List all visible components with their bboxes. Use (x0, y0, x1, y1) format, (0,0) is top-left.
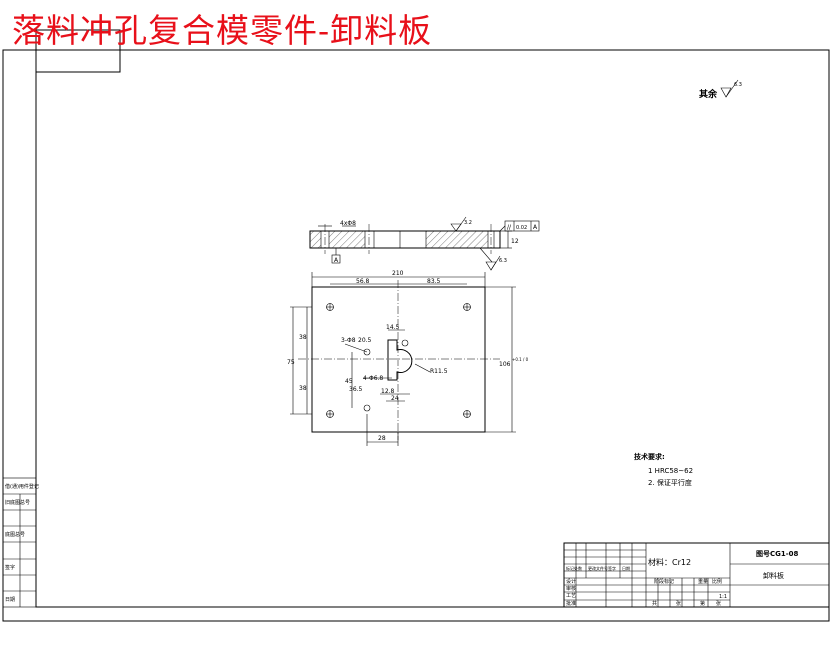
tb-material: 材料：Cr12 (648, 557, 691, 567)
tech-item-2: 2. 保证平行度 (648, 478, 692, 487)
dim-small-holes: 4-Φ6.8 (363, 375, 383, 382)
plan-view: 210 56.8 83.5 106 +0.1 / 0 38 75 38 3-Φ8… (287, 270, 529, 446)
dim-left-upper: 38 (299, 334, 307, 341)
dim-left-lower: 38 (299, 385, 307, 392)
roughness-note: 其余 6.3 (699, 79, 742, 100)
section-callout: 4xΦ8 (340, 220, 356, 227)
dim-left-total: 75 (287, 359, 295, 366)
dim-left-span: 56.8 (356, 278, 370, 285)
dim-14-5: 14.5 (386, 324, 400, 331)
tb-header-4: 日期 (622, 565, 630, 571)
roughness-label: 其余 (699, 88, 718, 100)
tolerance-datum: A (533, 224, 538, 231)
tb-drawing-no: 图号CG1-08 (756, 549, 799, 558)
left-sign-strip: 借(通)用件登记 旧底图总号 底图总号 签字 日期 (2, 477, 39, 608)
dim-36-5: 36.5 (349, 386, 363, 393)
tb-page: 第 (700, 600, 705, 607)
tech-requirements: 技术要求: 1 HRC58~62 2. 保证平行度 (634, 452, 693, 487)
outer-frame (2, 49, 830, 622)
tb-scale: 1:1 (719, 594, 727, 600)
roughness-value: 6.3 (734, 82, 742, 88)
datum-label: A (334, 257, 339, 264)
dim-right-span: 83.5 (427, 278, 441, 285)
dim-overall-width: 210 (392, 270, 404, 277)
tb-role-3: 工艺 (566, 593, 576, 599)
dim-hole-callout: 3-Φ8 (341, 337, 356, 344)
tolerance-symbol: // (507, 224, 512, 231)
tech-heading: 技术要求: (634, 452, 665, 461)
tb-header-2: 更改文件号 (588, 565, 608, 571)
dim-radius: R11.5 (430, 368, 448, 375)
inner-frame (35, 49, 830, 608)
tb-total: 共 (652, 600, 657, 607)
tb-role-4: 批准 (566, 600, 576, 607)
tb-weight: 重量 (698, 578, 708, 585)
strip-label-5: 日期 (5, 597, 15, 603)
dim-45: 45 (345, 378, 353, 385)
tech-item-1: 1 HRC58~62 (648, 467, 693, 475)
dim-thickness: 12 (511, 238, 519, 245)
dim-24: 24 (391, 395, 399, 402)
tb-sheet-1: 张 (676, 600, 681, 607)
strip-label-2: 旧底图总号 (5, 499, 30, 506)
strip-label-4: 签字 (5, 564, 15, 571)
section-roughness-top: 3.2 (464, 220, 472, 226)
tb-role-1: 设计 (566, 578, 576, 585)
dim-bottom: 28 (378, 435, 386, 442)
tb-part-name: 卸料板 (763, 571, 784, 580)
dim-height-total: 106 (499, 361, 511, 368)
tb-stage: 阶段标记 (654, 578, 674, 585)
dim-20-5: 20.5 (358, 337, 372, 344)
tb-scale-label: 比例 (712, 578, 722, 585)
tb-header-3: 签字 (608, 565, 616, 571)
tb-role-2: 审核 (566, 585, 576, 592)
strip-label-1: 借(通)用件登记 (5, 483, 39, 490)
tb-header-1: 标记处数 (566, 565, 582, 571)
corner-stamp-box (35, 29, 121, 73)
dim-12-8: 12.8 (381, 388, 395, 395)
section-roughness-side: 6.3 (499, 258, 507, 264)
section-view: 4xΦ8 3.2 // 0.02 A 12 6.3 A (309, 216, 540, 271)
strip-label-3: 底图总号 (5, 531, 25, 538)
dim-height-tol: +0.1 / 0 (512, 357, 529, 362)
title-block: 标记处数 更改文件号 签字 日期 设计 审核 工艺 批准 阶段标记 重量 比例 … (563, 542, 830, 608)
tolerance-value: 0.02 (516, 225, 527, 231)
page-title: 落料冲孔复合模零件-卸料板 (12, 11, 433, 50)
tb-sheet-2: 张 (716, 600, 721, 607)
